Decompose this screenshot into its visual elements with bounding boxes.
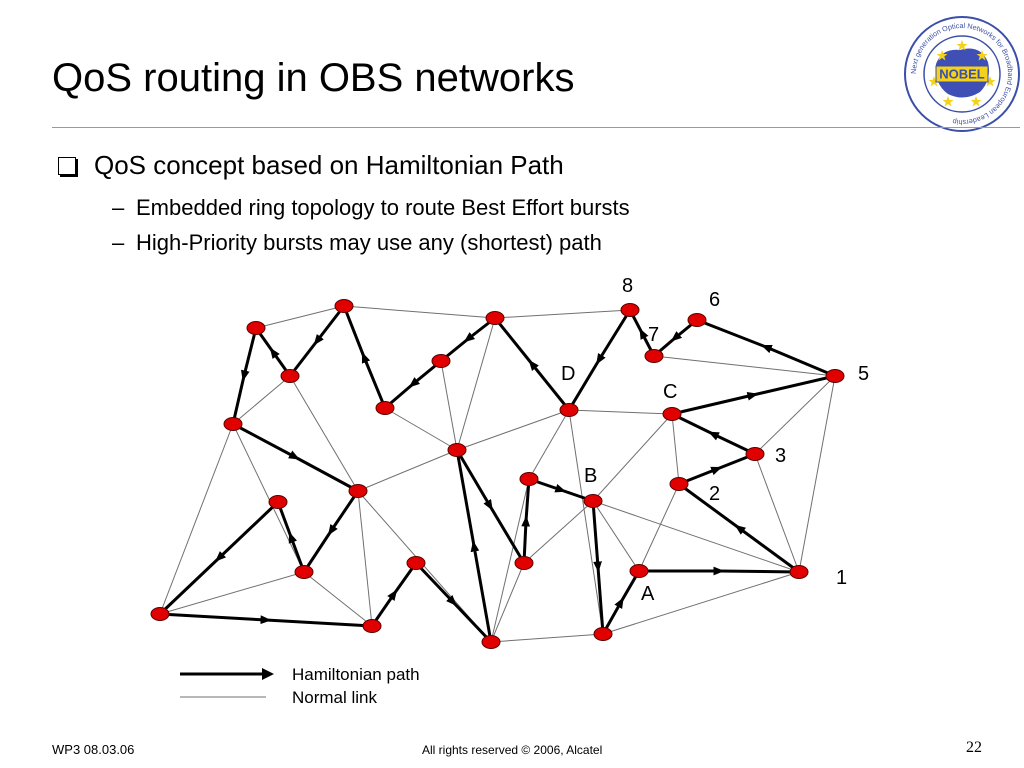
diagram-legend: Hamiltonian path Normal link — [180, 665, 420, 707]
node-labels: 8 6 7 5 D C 3 B 2 1 A — [561, 275, 869, 605]
node-label-2: 2 — [709, 483, 720, 505]
network-node — [644, 349, 664, 363]
sub-bullet-1: –Embedded ring topology to route Best Ef… — [112, 194, 630, 222]
network-node — [348, 484, 368, 498]
node-label-d: D — [561, 363, 575, 385]
logo-center-text: NOBEL — [939, 67, 985, 82]
legend-arrow-icon — [262, 668, 274, 680]
network-node — [669, 477, 689, 491]
nobel-logo-icon: Next generation Optical Networks for Bro… — [904, 16, 1020, 132]
network-node — [485, 311, 505, 325]
logo-stars-icon — [928, 40, 996, 107]
node-label-5: 5 — [858, 363, 869, 385]
hamiltonian-path — [158, 305, 836, 644]
network-node — [745, 447, 765, 461]
node-label-3: 3 — [775, 445, 786, 467]
network-node — [559, 403, 579, 417]
network-node — [246, 321, 266, 335]
network-node — [375, 401, 395, 415]
network-node — [406, 556, 426, 570]
network-node — [825, 369, 845, 383]
network-node — [447, 443, 467, 457]
node-label-7: 7 — [648, 324, 659, 346]
network-node — [334, 299, 354, 313]
network-node — [514, 556, 534, 570]
network-node — [519, 472, 539, 486]
legend-normal-label: Normal link — [292, 688, 378, 707]
footer-left: WP3 08.03.06 — [52, 742, 135, 757]
title-divider — [52, 127, 1020, 128]
network-node — [620, 303, 640, 317]
node-label-6: 6 — [709, 289, 720, 311]
legend-hamiltonian-label: Hamiltonian path — [292, 665, 420, 684]
dash-icon: – — [112, 230, 125, 255]
network-node — [583, 494, 603, 508]
network-node — [268, 495, 288, 509]
sub-bullet-2: –High-Priority bursts may use any (short… — [112, 229, 602, 257]
network-node — [662, 407, 682, 421]
main-bullet-text: QoS concept based on Hamiltonian Path — [94, 150, 564, 180]
network-node — [280, 369, 300, 383]
node-label-8: 8 — [622, 275, 633, 297]
network-node — [481, 635, 501, 649]
normal-links — [159, 305, 836, 643]
network-node — [431, 354, 451, 368]
network-node — [294, 565, 314, 579]
sub-bullet-2-text: High-Priority bursts may use any (shorte… — [136, 230, 602, 255]
node-label-1: 1 — [836, 567, 847, 589]
dash-icon: – — [112, 195, 125, 220]
network-node — [593, 627, 613, 641]
footer-copyright: All rights reserved © 2006, Alcatel — [422, 743, 603, 757]
network-node — [629, 564, 649, 578]
network-node — [362, 619, 382, 633]
sub-bullet-1-text: Embedded ring topology to route Best Eff… — [136, 195, 630, 220]
page-number: 22 — [966, 739, 982, 756]
node-label-a: A — [641, 583, 655, 605]
node-label-b: B — [584, 465, 597, 487]
network-node — [150, 607, 170, 621]
network-node — [789, 565, 809, 579]
slide-title: QoS routing in OBS networks — [52, 56, 575, 100]
network-node — [687, 313, 707, 327]
network-node — [223, 417, 243, 431]
main-bullet: QoS concept based on Hamiltonian Path — [58, 148, 564, 182]
node-label-c: C — [663, 381, 677, 403]
checkbox-bullet-icon — [58, 157, 76, 175]
network-nodes — [150, 299, 845, 649]
